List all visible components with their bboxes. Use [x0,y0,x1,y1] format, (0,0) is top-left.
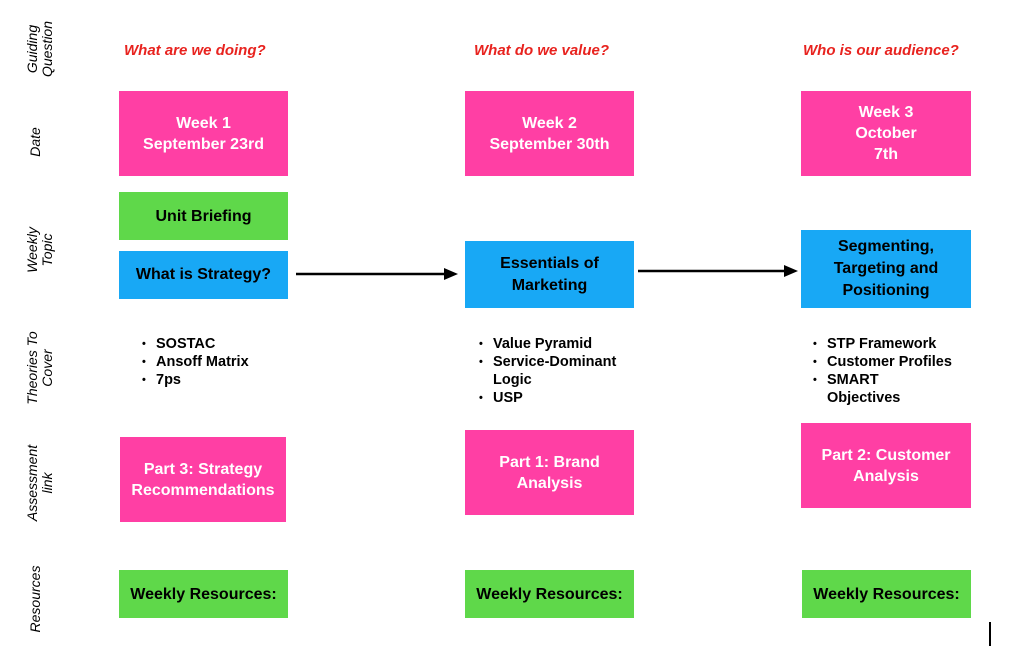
topic-box-week-1: What is Strategy? [119,251,288,299]
row-label-date: Date [26,127,43,157]
row-label-theories: Theories To Cover [24,331,55,405]
theory-item: USP [479,389,649,407]
row-label-weekly-topic: Weekly Topic [24,227,55,273]
date-box-week-1: Week 1 September 23rd [119,91,288,176]
arrow-week-2-to-week-3 [638,265,798,277]
theories-list-week-1: SOSTAC Ansoff Matrix 7ps [142,335,292,389]
theory-item: Ansoff Matrix [142,353,292,371]
row-label-resources: Resources [26,565,43,633]
theory-item: SMART Objectives [813,371,983,407]
topic-box-week-3: Segmenting, Targeting and Positioning [801,230,971,308]
date-box-week-3: Week 3 October 7th [801,91,971,176]
theory-item: SOSTAC [142,335,292,353]
theory-item: STP Framework [813,335,983,353]
unit-briefing-box: Unit Briefing [119,192,288,240]
resources-box-week-2: Weekly Resources: [465,570,634,618]
theory-item: 7ps [142,371,292,389]
arrow-week-1-to-week-2 [296,268,458,280]
resources-box-week-3: Weekly Resources: [802,570,971,618]
theories-list-week-2: Value Pyramid Service-Dominant Logic USP [479,335,649,407]
guiding-question-week-2: What do we value? [474,42,610,59]
theories-list-week-3: STP Framework Customer Profiles SMART Ob… [813,335,983,407]
resources-box-week-1: Weekly Resources: [119,570,288,618]
assessment-box-week-2: Part 1: Brand Analysis [465,430,634,515]
date-box-week-2: Week 2 September 30th [465,91,634,176]
guiding-question-week-1: What are we doing? [124,42,266,59]
text-cursor [989,622,991,646]
theory-item: Service-Dominant Logic [479,353,649,389]
row-label-assessment: Assessment link [24,444,55,522]
theory-item: Value Pyramid [479,335,649,353]
guiding-question-week-3: Who is our audience? [803,42,959,59]
topic-box-week-2: Essentials of Marketing [465,241,634,308]
assessment-box-week-3: Part 2: Customer Analysis [801,423,971,508]
theory-item: Customer Profiles [813,353,983,371]
assessment-box-week-1: Part 3: Strategy Recommendations [120,437,286,522]
